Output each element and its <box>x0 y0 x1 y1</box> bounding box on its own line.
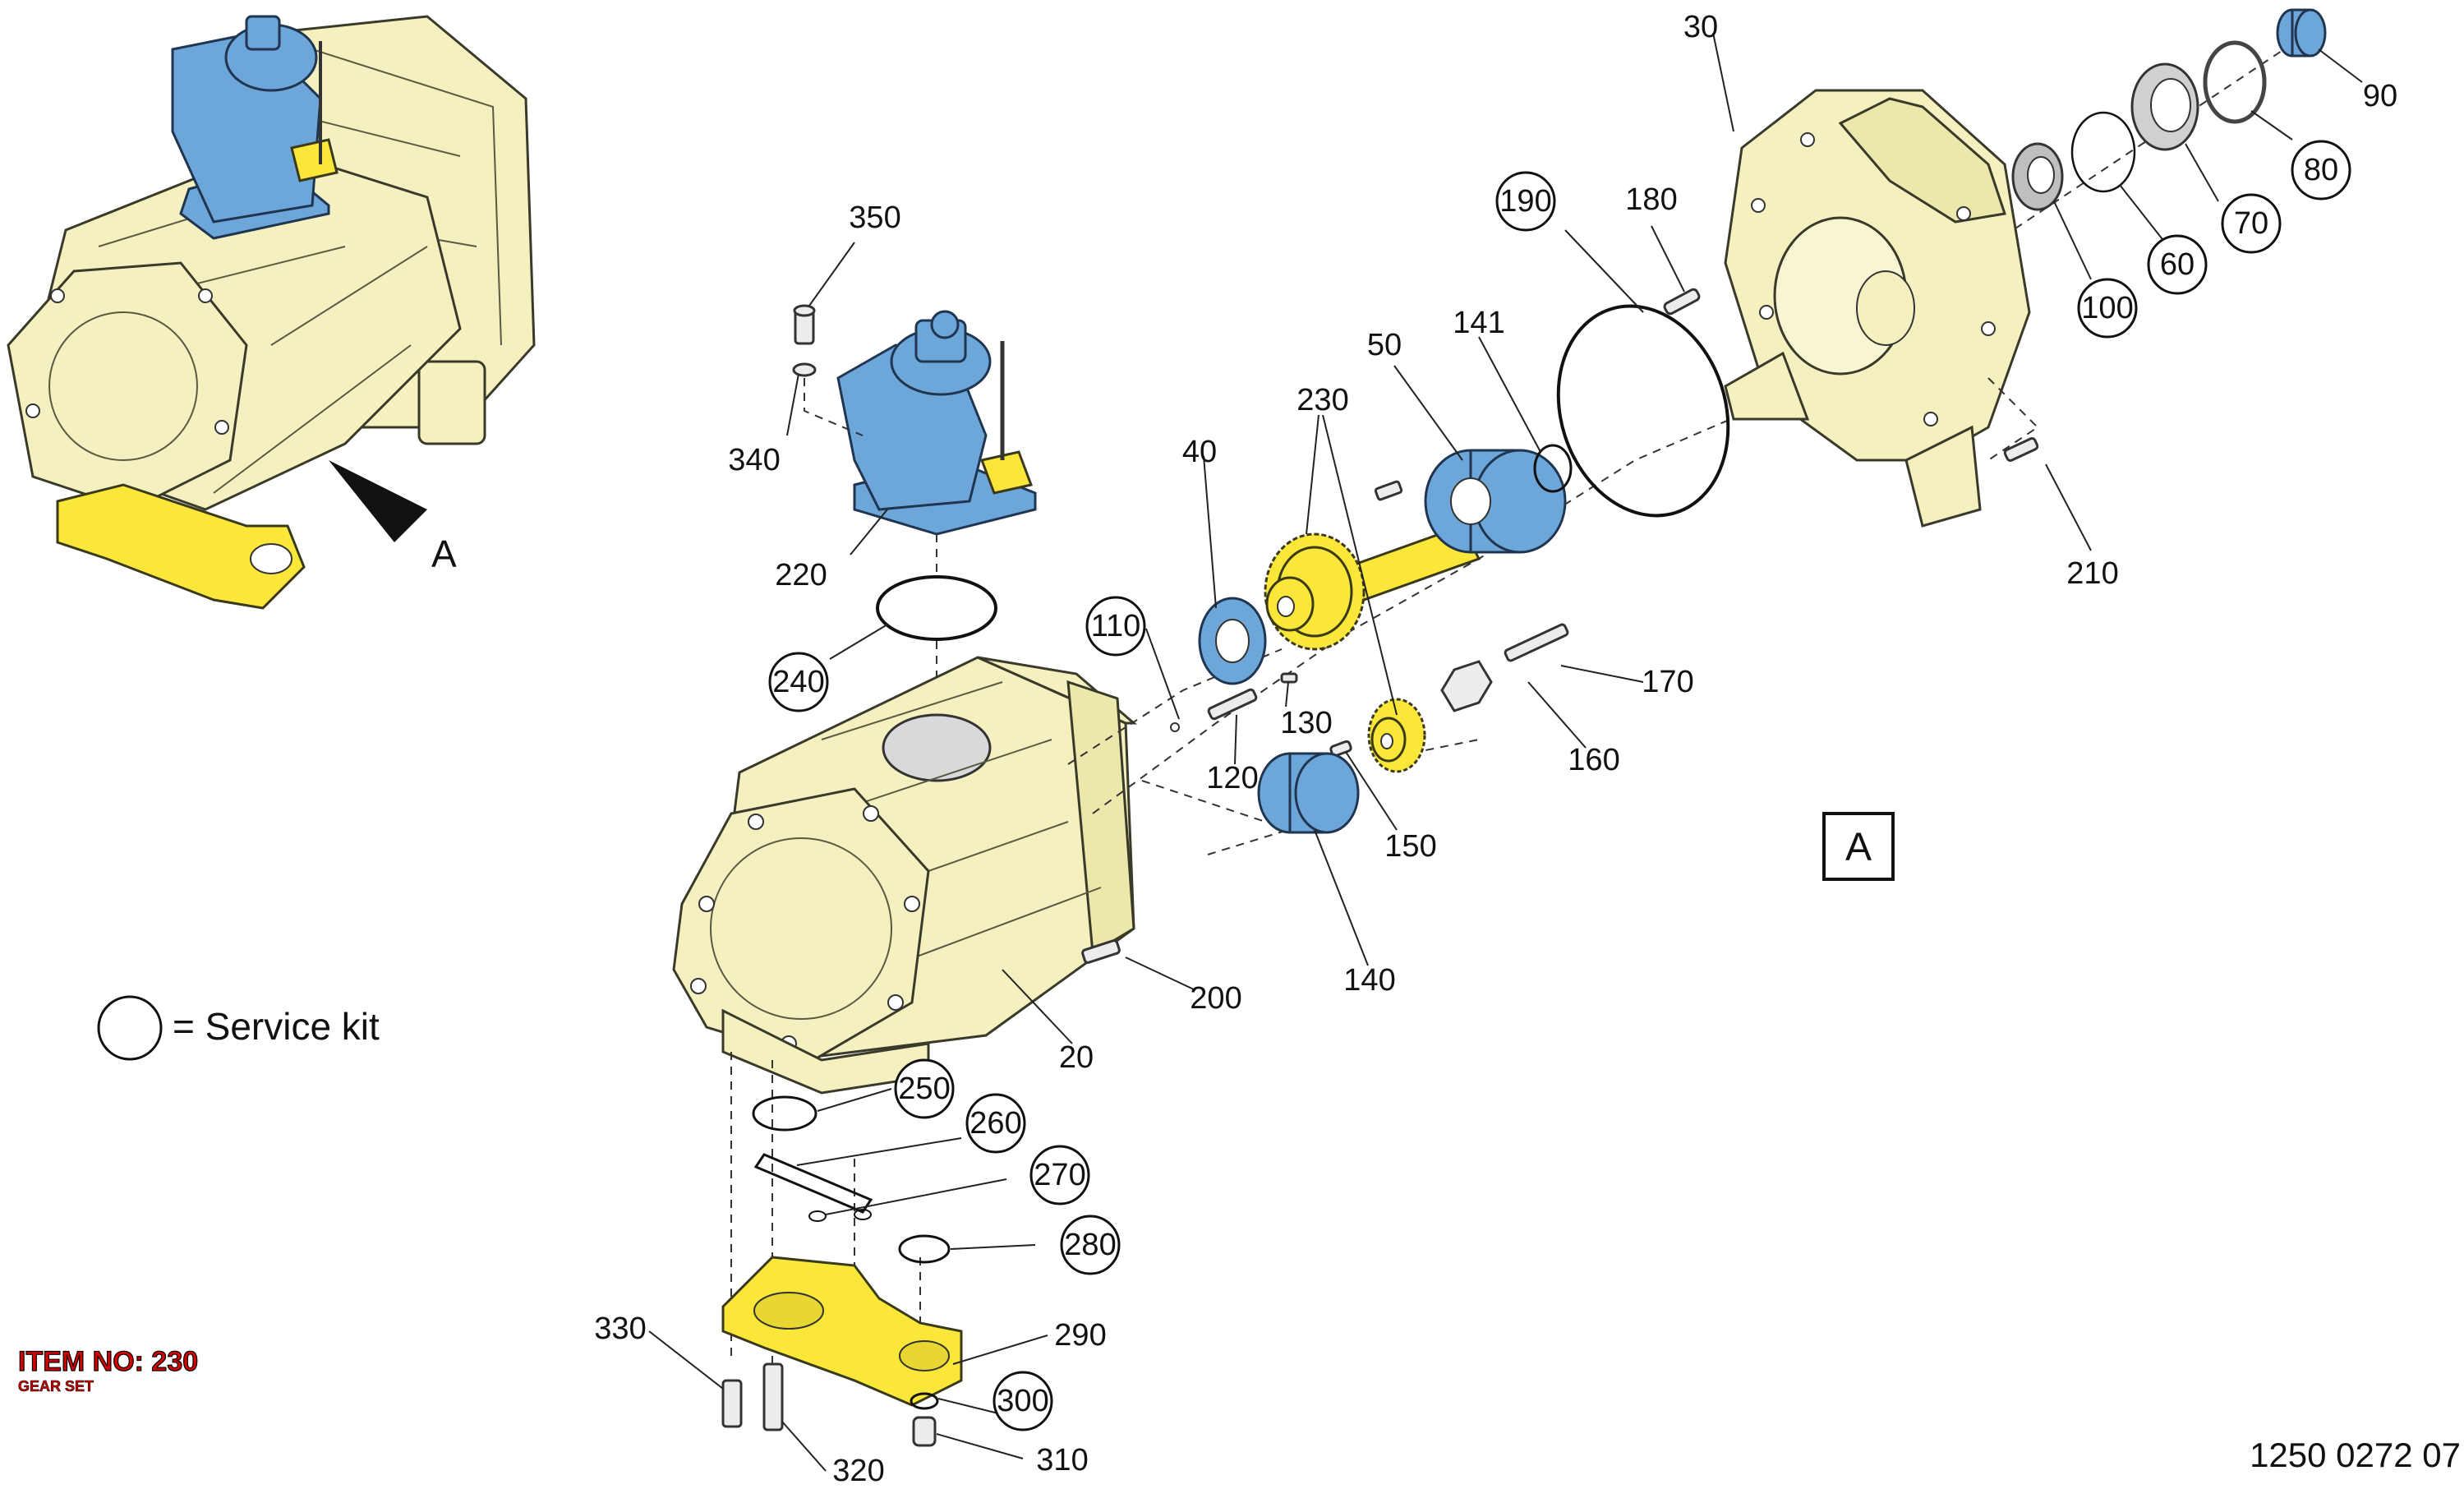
o-ring-60 <box>2070 111 2136 193</box>
gear-230-small <box>1367 698 1426 773</box>
label-350: 350 <box>849 201 900 235</box>
label-280: 280 <box>1064 1228 1116 1262</box>
label-200: 200 <box>1190 981 1241 1016</box>
o-ring-280 <box>898 1234 951 1264</box>
label-210: 210 <box>2066 556 2118 591</box>
pin-120 <box>1207 688 1258 721</box>
label-190: 190 <box>1499 184 1551 219</box>
o-ring-270a <box>808 1210 827 1222</box>
view-box-a: A <box>1822 812 1895 881</box>
snap-ring-141 <box>1533 444 1573 493</box>
bearing-40 <box>1198 597 1267 685</box>
item-subtitle: GEAR SET <box>18 1378 94 1394</box>
label-320: 320 <box>832 1454 884 1488</box>
bolt-200 <box>1081 939 1121 964</box>
ring-70 <box>2130 62 2199 151</box>
o-ring-250 <box>752 1095 817 1132</box>
label-30: 30 <box>1683 10 1718 44</box>
label-160: 160 <box>1568 743 1619 777</box>
label-150: 150 <box>1384 829 1436 864</box>
label-240: 240 <box>772 665 824 699</box>
label-140: 140 <box>1343 963 1395 998</box>
bolt-170 <box>1504 623 1569 662</box>
label-60: 60 <box>2160 247 2195 282</box>
o-ring-240 <box>876 575 997 641</box>
label-230: 230 <box>1296 383 1348 417</box>
circlip-80 <box>2203 40 2267 124</box>
bearing-50 <box>1424 449 1567 554</box>
label-260: 260 <box>969 1106 1021 1141</box>
label-170: 170 <box>1642 665 1693 699</box>
label-270: 270 <box>1034 1158 1085 1192</box>
washer-340 <box>792 362 817 377</box>
part-labels: 350 340 220 20 200 40 230 50 141 180 30 … <box>594 10 2397 1488</box>
label-290: 290 <box>1054 1318 1106 1353</box>
o-ring-270b <box>854 1209 872 1220</box>
key-150 <box>1329 740 1352 758</box>
view-arrow-label: A <box>431 532 457 575</box>
label-340: 340 <box>728 443 780 477</box>
label-141: 141 <box>1453 306 1504 340</box>
service-kit-labels: 240 110 190 100 60 70 80 250 260 270 280… <box>768 140 2351 1431</box>
label-40: 40 <box>1182 435 1217 469</box>
service-kit-legend: = Service kit <box>97 995 380 1061</box>
item-title: ITEM NO: 230 <box>18 1346 198 1377</box>
screw-320 <box>762 1362 784 1431</box>
label-70: 70 <box>2234 206 2268 241</box>
label-180: 180 <box>1625 182 1677 217</box>
label-220: 220 <box>775 558 827 592</box>
seal-100 <box>2011 142 2064 211</box>
inlet-valve-220 <box>836 310 1037 536</box>
item-number-block: ITEM NO: 230 GEAR SET <box>17 1345 198 1394</box>
leader-lines <box>648 32 2363 1472</box>
gasket-260 <box>753 1153 873 1214</box>
label-50: 50 <box>1367 328 1402 362</box>
label-130: 130 <box>1280 706 1332 740</box>
label-110: 110 <box>1091 609 1141 643</box>
assembled-compressor-view <box>7 15 536 610</box>
nut-160 <box>1440 660 1493 712</box>
main-housing-20 <box>672 656 1138 1095</box>
drawing-number: 1250 0272 07 <box>2250 1436 2461 1474</box>
bush-90 <box>2276 8 2327 58</box>
label-20: 20 <box>1059 1040 1094 1075</box>
label-300: 300 <box>997 1384 1048 1418</box>
o-ring-300 <box>910 1392 939 1410</box>
bearing-140 <box>1257 752 1360 834</box>
o-ring-190 <box>1556 304 1730 518</box>
ball-110 <box>1170 722 1180 732</box>
screw-330 <box>721 1379 743 1428</box>
label-330: 330 <box>594 1311 646 1346</box>
label-80: 80 <box>2304 153 2338 187</box>
outlet-housing-30 <box>1724 89 2031 528</box>
pin-180 <box>1663 288 1701 316</box>
oil-outlet-290 <box>721 1256 963 1407</box>
label-250: 250 <box>898 1072 950 1106</box>
label-90: 90 <box>2363 79 2397 113</box>
screw-130 <box>1280 672 1298 684</box>
label-120: 120 <box>1206 761 1258 795</box>
legend-text: = Service kit <box>173 1005 380 1048</box>
screw-350 <box>793 304 816 345</box>
label-310: 310 <box>1036 1443 1088 1477</box>
view-box-label: A <box>1845 826 1872 869</box>
screw-210 <box>2003 437 2039 462</box>
plug-310 <box>912 1416 937 1447</box>
key <box>1374 480 1403 501</box>
label-100: 100 <box>2081 291 2133 325</box>
